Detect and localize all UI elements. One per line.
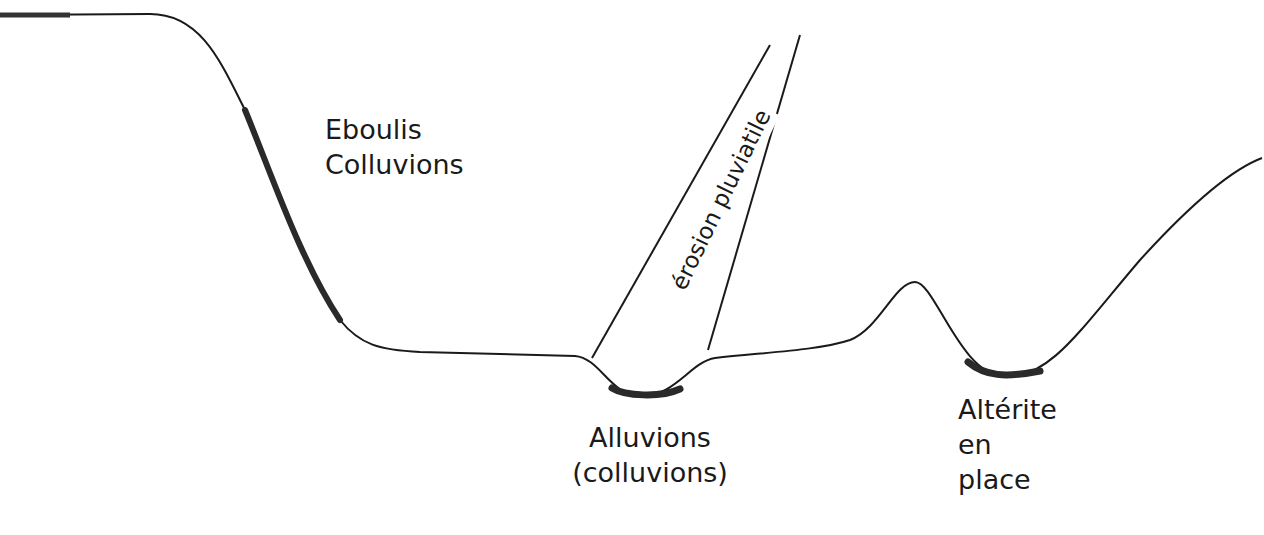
- deposit-label: Altérite en place: [955, 392, 1060, 497]
- erosion-line: [592, 45, 770, 358]
- plateau-deposit: [0, 13, 70, 18]
- deposit-label: Alluvions (colluvions): [569, 420, 731, 490]
- ground-line: [0, 14, 1262, 396]
- weathering-deposit: [968, 362, 1040, 375]
- deposit-label: Eboulis Colluvions: [322, 112, 467, 182]
- alluvium-deposit: [612, 388, 680, 395]
